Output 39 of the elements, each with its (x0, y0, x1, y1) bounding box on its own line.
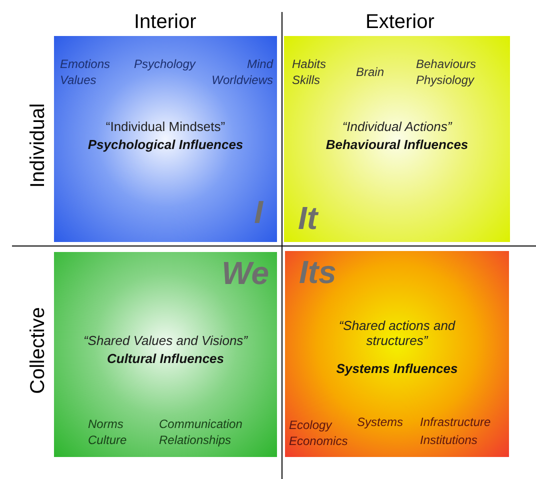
keyword-label: Ecology (289, 419, 332, 433)
keyword-label: Institutions (420, 434, 478, 448)
quadrant-letter: Its (299, 256, 336, 288)
axis-label: Collective (26, 306, 50, 394)
quadrant-letter: I (254, 196, 263, 228)
quadrant-box (284, 36, 510, 242)
quote-text: “Individual Mindsets” (104, 120, 226, 135)
quote-text: “Shared actions and structures” (338, 319, 456, 349)
quadrant-box (54, 252, 277, 457)
keyword-label: Relationships (159, 434, 232, 448)
quadrant-heading: Behavioural Influences (324, 138, 470, 153)
quadrant-letter: It (298, 202, 318, 234)
keyword-label: Worldviews (212, 74, 273, 88)
quadrant-heading: Cultural Influences (106, 352, 226, 367)
keyword-label: Habits (292, 58, 326, 72)
axis-label: Individual (26, 102, 50, 188)
keyword-label: Skills (292, 74, 320, 88)
keyword-label: Culture (88, 434, 127, 448)
keyword-label: Brain (356, 66, 384, 80)
quadrant-heading: Systems Influences (335, 362, 459, 377)
quote-text: “Shared Values and Visions” (82, 334, 249, 349)
keyword-label: Norms (88, 418, 124, 432)
keyword-label: Psychology (134, 58, 196, 72)
quadrant-box (285, 251, 509, 457)
keyword-label: Emotions (60, 58, 110, 72)
keyword-label: Communication (159, 418, 242, 432)
keyword-label: Physiology (416, 74, 474, 88)
keyword-label: Systems (357, 416, 404, 430)
quote-text: “Individual Actions” (341, 120, 454, 135)
quadrant-box (54, 36, 277, 242)
keyword-label: Behaviours (416, 58, 476, 72)
keyword-label: Mind (246, 58, 273, 72)
axis-label: Interior (134, 10, 196, 34)
keyword-label: Economics (289, 435, 348, 449)
axis-label: Exterior (366, 10, 434, 34)
quadrant-letter: We (222, 257, 269, 289)
quadrant-heading: Psychological Influences (86, 138, 244, 153)
keyword-label: Infrastructure (420, 416, 491, 430)
keyword-label: Values (60, 74, 96, 88)
